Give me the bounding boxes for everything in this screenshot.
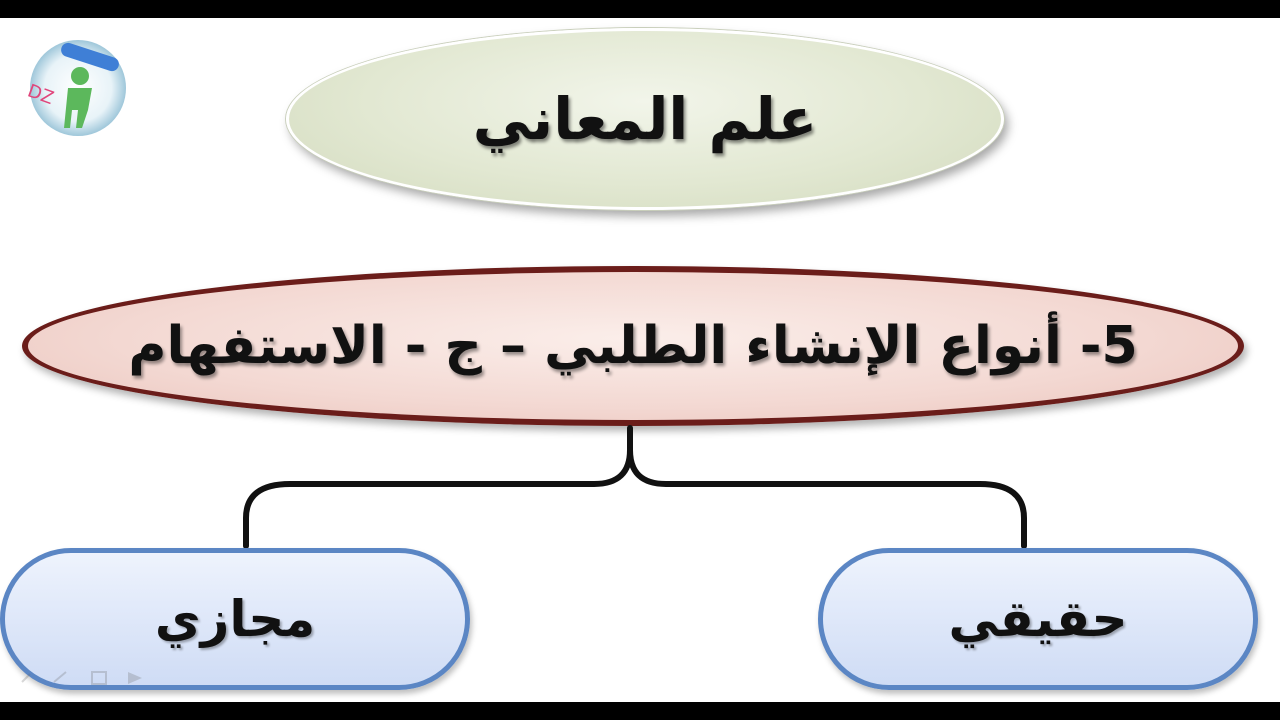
branch-haqiqi: حقيقي	[818, 548, 1258, 690]
title-ellipse: علم المعاني	[286, 28, 1004, 210]
branch-majazi-label: مجازي	[154, 590, 316, 648]
menu-icon	[91, 671, 107, 685]
branch-haqiqi-label: حقيقي	[948, 590, 1128, 648]
prev-arrow-icon	[21, 673, 31, 683]
next-arrow-icon	[128, 672, 142, 684]
slide: DZ علم المعاني 5- أنواع الإنشاء الطلبي –…	[0, 18, 1280, 702]
main-topic-text: 5- أنواع الإنشاء الطلبي – ج - الاستفهام	[128, 316, 1138, 376]
slide-nav-icons	[21, 671, 142, 685]
pen-icon	[53, 671, 67, 683]
main-topic-ellipse: 5- أنواع الإنشاء الطلبي – ج - الاستفهام	[22, 266, 1244, 426]
branch-majazi: مجازي	[0, 548, 470, 690]
logo-icon: DZ	[25, 40, 126, 136]
title-text: علم المعاني	[472, 85, 818, 153]
